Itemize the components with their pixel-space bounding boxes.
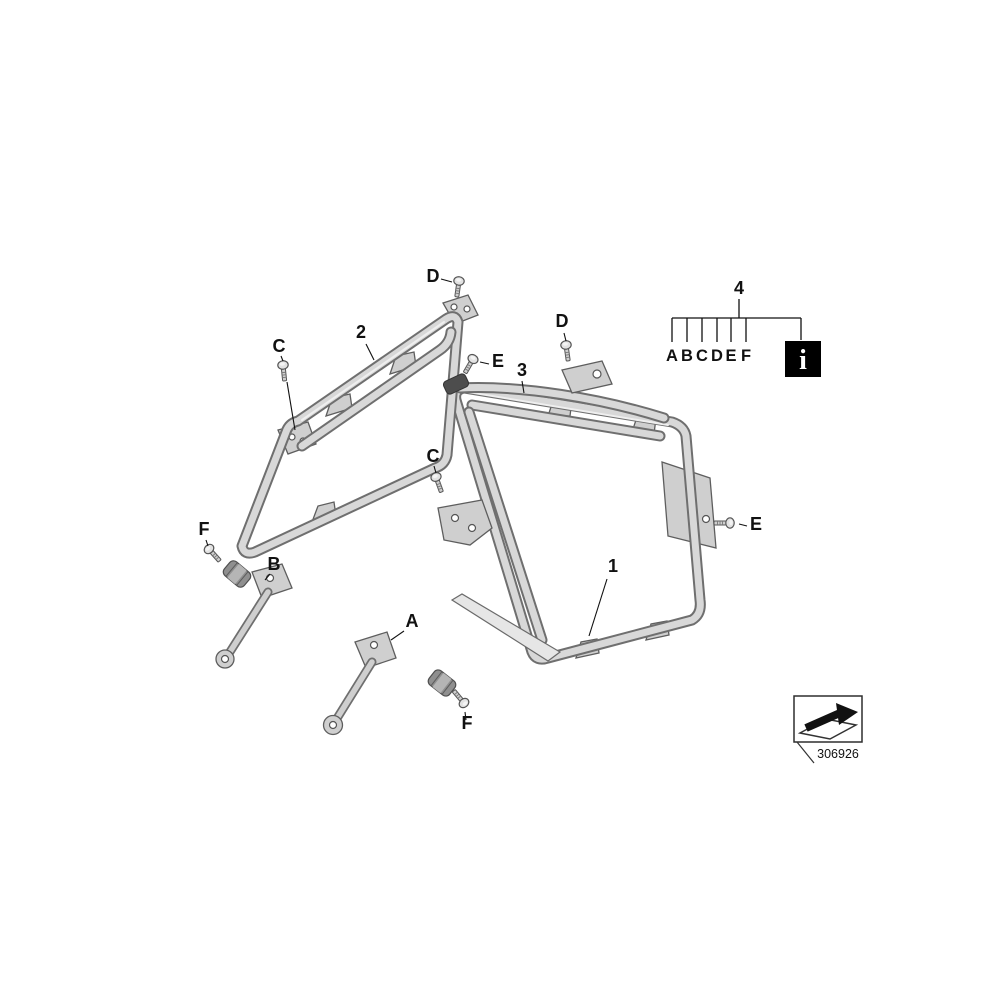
screw-d-mid (559, 339, 574, 363)
legend-letter-a: A (666, 347, 678, 365)
legend-letter-b: B (681, 347, 693, 365)
callout-d-mid: D (556, 311, 569, 331)
bracket-arm-a (322, 631, 459, 736)
tube-clamp (442, 373, 470, 395)
rubber-bushing (220, 558, 254, 590)
callout-c-top: C (273, 336, 286, 356)
callout-4: 4 (734, 278, 744, 298)
legend-tree: A B C D E F i (666, 299, 821, 377)
info-icon-glyph: i (799, 345, 807, 376)
screw-f-left (201, 541, 225, 565)
screw-e-top (459, 352, 481, 377)
part-number: 306926 (817, 747, 859, 761)
callout-c-mid: C (427, 446, 440, 466)
callout-f-left: F (199, 519, 210, 539)
legend-letter-c: C (696, 347, 708, 365)
screw-d-top (451, 275, 466, 299)
callout-e-top: E (492, 351, 504, 371)
leader-lines (205, 278, 748, 721)
callout-3: 3 (517, 360, 527, 380)
callout-2: 2 (356, 322, 366, 342)
callout-b: B (268, 554, 281, 574)
screw-c-mid (429, 470, 447, 495)
callout-f-bottom: F (462, 713, 473, 733)
callout-d-top: D (427, 266, 440, 286)
callout-a: A (406, 611, 419, 631)
info-icon: i (785, 341, 821, 377)
support-strip (450, 593, 562, 662)
arrow-head-icon (836, 703, 858, 725)
screw-c-top (276, 359, 291, 383)
bracket-arm-b (215, 558, 293, 669)
legend-letter-e: E (725, 347, 736, 365)
mid-bracket (437, 499, 493, 546)
arm-a-plate (354, 631, 397, 669)
arrow-icon (804, 709, 842, 732)
cross-tube (454, 360, 670, 424)
screw-e-right (713, 517, 735, 529)
legend-letter-f: F (741, 347, 751, 365)
legend-letter-d: D (711, 347, 723, 365)
cross-tube-bracket (561, 360, 613, 394)
callout-e-right: E (750, 514, 762, 534)
callout-1: 1 (608, 556, 618, 576)
page-ref-mark: 306926 (793, 695, 863, 764)
